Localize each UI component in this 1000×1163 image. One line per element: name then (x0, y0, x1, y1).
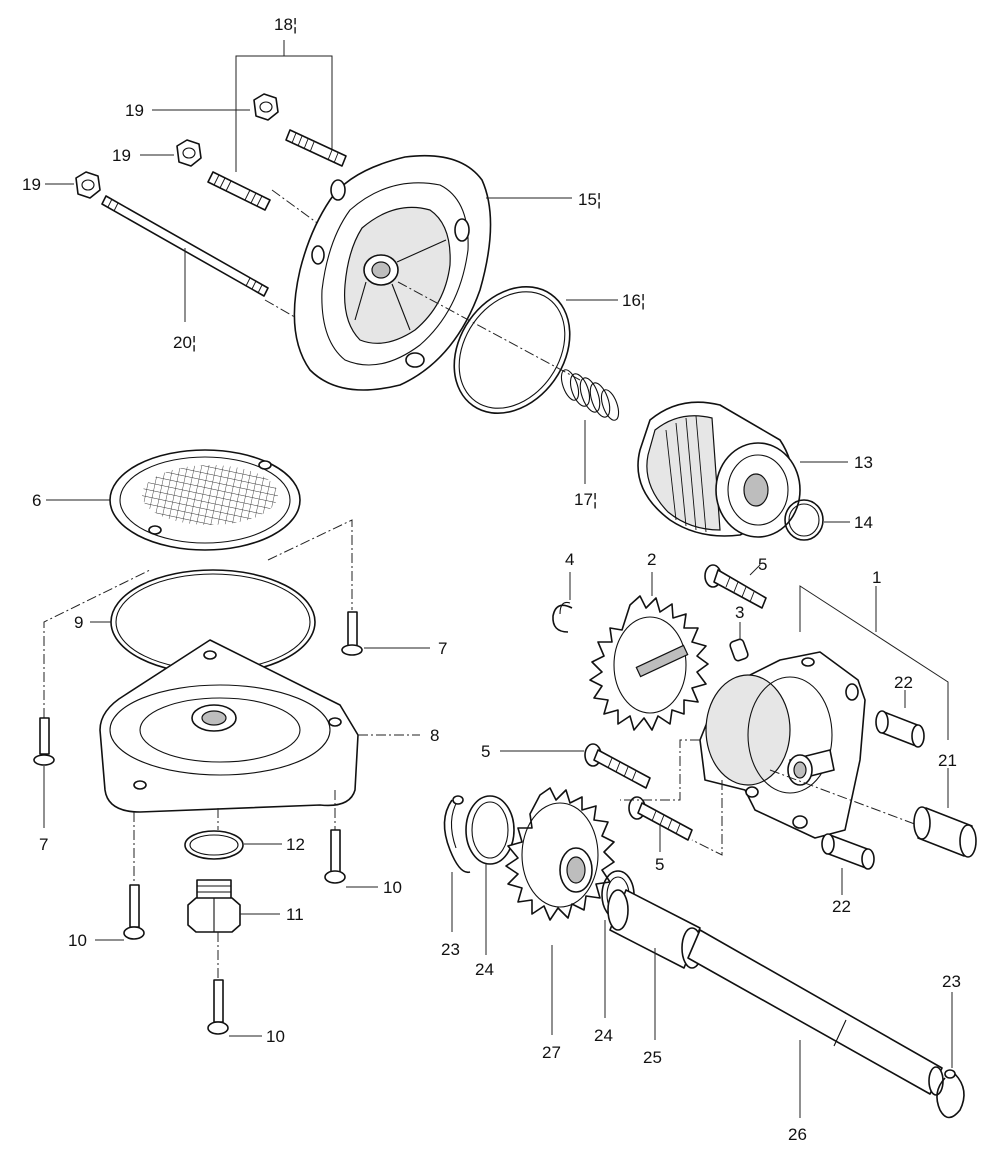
dowel-22-lower (821, 833, 875, 895)
label-12: 12 (286, 835, 305, 854)
label-5-top: 5 (758, 555, 767, 574)
label-8: 8 (430, 726, 439, 745)
label-26: 26 (788, 1125, 807, 1144)
label-19-top: 19 (125, 101, 144, 120)
label-13: 13 (854, 453, 873, 472)
gear-27 (505, 787, 615, 1035)
gear-2 (589, 572, 709, 731)
circlip-4 (552, 572, 573, 633)
label-10-left: 10 (68, 931, 87, 950)
screw-5-top (704, 564, 767, 609)
label-18: 18¦ (274, 15, 297, 34)
label-5-lower: 5 (655, 855, 664, 874)
bushing-25 (607, 889, 703, 1040)
label-10-bottom: 10 (266, 1027, 285, 1046)
spring-17 (560, 369, 620, 484)
screw-5-middle (500, 743, 651, 789)
label-11: 11 (286, 905, 304, 924)
bolt-7-right (341, 611, 430, 656)
dowel-22-upper (875, 690, 925, 748)
nut-19-middle (140, 139, 202, 167)
pump-cover-15 (264, 154, 572, 391)
label-1: 1 (872, 568, 881, 587)
part-labels: 18¦ 19 19 19 15¦ 16¦ 20¦ 17¦ 13 14 6 9 7… (22, 15, 961, 1144)
pump-body-1 (699, 651, 866, 839)
washer-24-left (465, 795, 515, 955)
label-10-right: 10 (383, 878, 402, 897)
label-27: 27 (542, 1043, 561, 1062)
label-3: 3 (735, 603, 744, 622)
label-19-left: 19 (22, 175, 41, 194)
pin-3 (729, 622, 749, 662)
label-21: 21 (938, 751, 957, 770)
label-16: 16¦ (622, 291, 645, 310)
long-stud-20 (101, 195, 269, 322)
bolt-7-left (33, 717, 55, 828)
label-5-middle: 5 (481, 742, 490, 761)
label-22-lower: 22 (832, 897, 851, 916)
shaft-26 (687, 929, 944, 1118)
nut-19-top (152, 93, 279, 121)
label-6: 6 (32, 491, 41, 510)
label-25: 25 (643, 1048, 662, 1067)
oil-filter-13 (637, 401, 848, 538)
label-24-left: 24 (475, 960, 494, 979)
sleeve-21 (913, 768, 977, 858)
label-19-middle: 19 (112, 146, 131, 165)
label-15: 15¦ (578, 190, 601, 209)
circlip-23-left (443, 795, 471, 932)
strainer-6 (46, 449, 301, 551)
stud-bracket-18 (235, 40, 333, 172)
stud-18-upper (285, 129, 347, 167)
label-22-upper: 22 (894, 673, 913, 692)
drain-plug-11 (187, 879, 280, 933)
bolt-10-bottom (207, 979, 262, 1037)
label-14: 14 (854, 513, 873, 532)
label-23-right: 23 (942, 972, 961, 991)
bolt-10-right (324, 829, 378, 888)
label-17: 17¦ (574, 490, 597, 509)
lower-cover-8 (99, 639, 420, 813)
nut-19-left (45, 171, 101, 199)
label-4: 4 (565, 550, 574, 569)
label-2: 2 (647, 550, 656, 569)
o-ring-14 (784, 499, 850, 541)
label-9: 9 (74, 613, 83, 632)
label-24-right: 24 (594, 1026, 613, 1045)
label-7-right: 7 (438, 639, 447, 658)
label-20: 20¦ (173, 333, 196, 352)
label-7-left: 7 (39, 835, 48, 854)
washer-12 (184, 830, 282, 860)
circlip-23-right (936, 992, 965, 1119)
stud-18-lower (207, 171, 271, 211)
screw-5-lower (628, 796, 693, 852)
bolt-10-left (95, 884, 145, 941)
label-23-left: 23 (441, 940, 460, 959)
